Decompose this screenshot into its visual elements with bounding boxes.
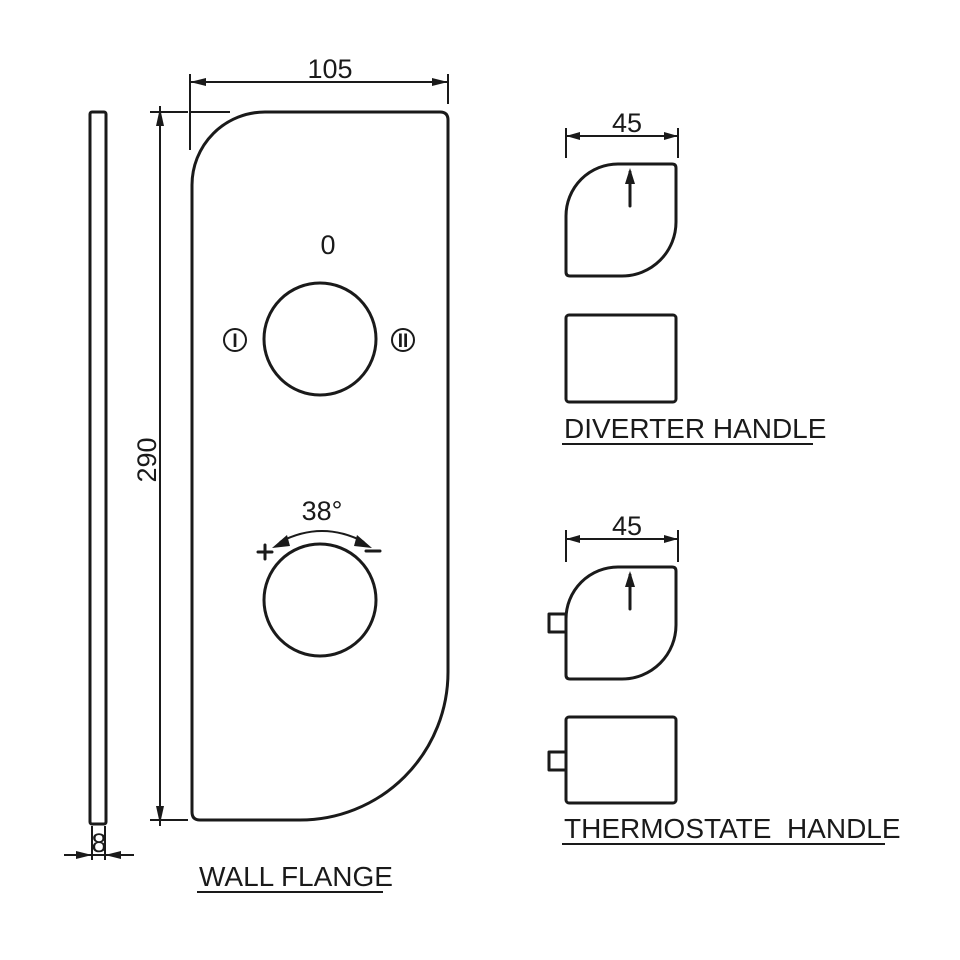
thermostat-handle-top-view: 45 (547, 511, 679, 681)
position-two-mark: II (398, 331, 409, 352)
rotation-arrow-left (272, 535, 290, 548)
thickness-dimension-value: 8 (91, 828, 106, 858)
wall-flange-label: WALL FLANGE (197, 861, 393, 893)
thermostat-handle-title: THERMOSTATE HANDLE (564, 813, 901, 844)
thickness-dimension: 8 (64, 826, 134, 860)
thermostat-opening-circle (262, 542, 378, 658)
thermostat-handle-side-view (547, 715, 678, 805)
width-dimension: 105 (189, 54, 449, 150)
position-one-mark: I (232, 331, 237, 352)
flange-side-profile (88, 110, 108, 826)
rotation-arrow-right (354, 535, 372, 548)
direction-arrow-head (625, 571, 635, 587)
rotation-angle-value: 38° (302, 496, 343, 526)
rotation-arc (279, 530, 365, 543)
wall-flange-title: WALL FLANGE (199, 861, 393, 892)
thermostat-width-value: 45 (612, 511, 642, 541)
diverter-handle-side-view (564, 313, 678, 404)
direction-arrow-head (625, 168, 635, 184)
diverter-handle-title: DIVERTER HANDLE (564, 413, 826, 444)
diverter-handle-top-view: 45 (564, 108, 679, 278)
diverter-handle-label: DIVERTER HANDLE (562, 413, 826, 445)
off-position-mark: 0 (320, 230, 335, 260)
position-one-symbol (223, 328, 247, 352)
thermostat-handle-label: THERMOSTATE HANDLE (562, 813, 901, 845)
wall-flange-plate (190, 110, 450, 822)
height-dimension-value: 290 (132, 437, 162, 482)
height-dimension: 290 (132, 106, 188, 826)
width-dimension-value: 105 (307, 54, 352, 84)
thermostat-spindle-side (547, 750, 568, 772)
thermostat-opening: 38° (256, 496, 382, 658)
diverter-width-value: 45 (612, 108, 642, 138)
diverter-opening-circle (262, 281, 378, 397)
diverter-opening: 0 I II (223, 230, 415, 397)
thermostat-spindle-top (547, 612, 568, 634)
position-two-symbol (391, 328, 415, 352)
